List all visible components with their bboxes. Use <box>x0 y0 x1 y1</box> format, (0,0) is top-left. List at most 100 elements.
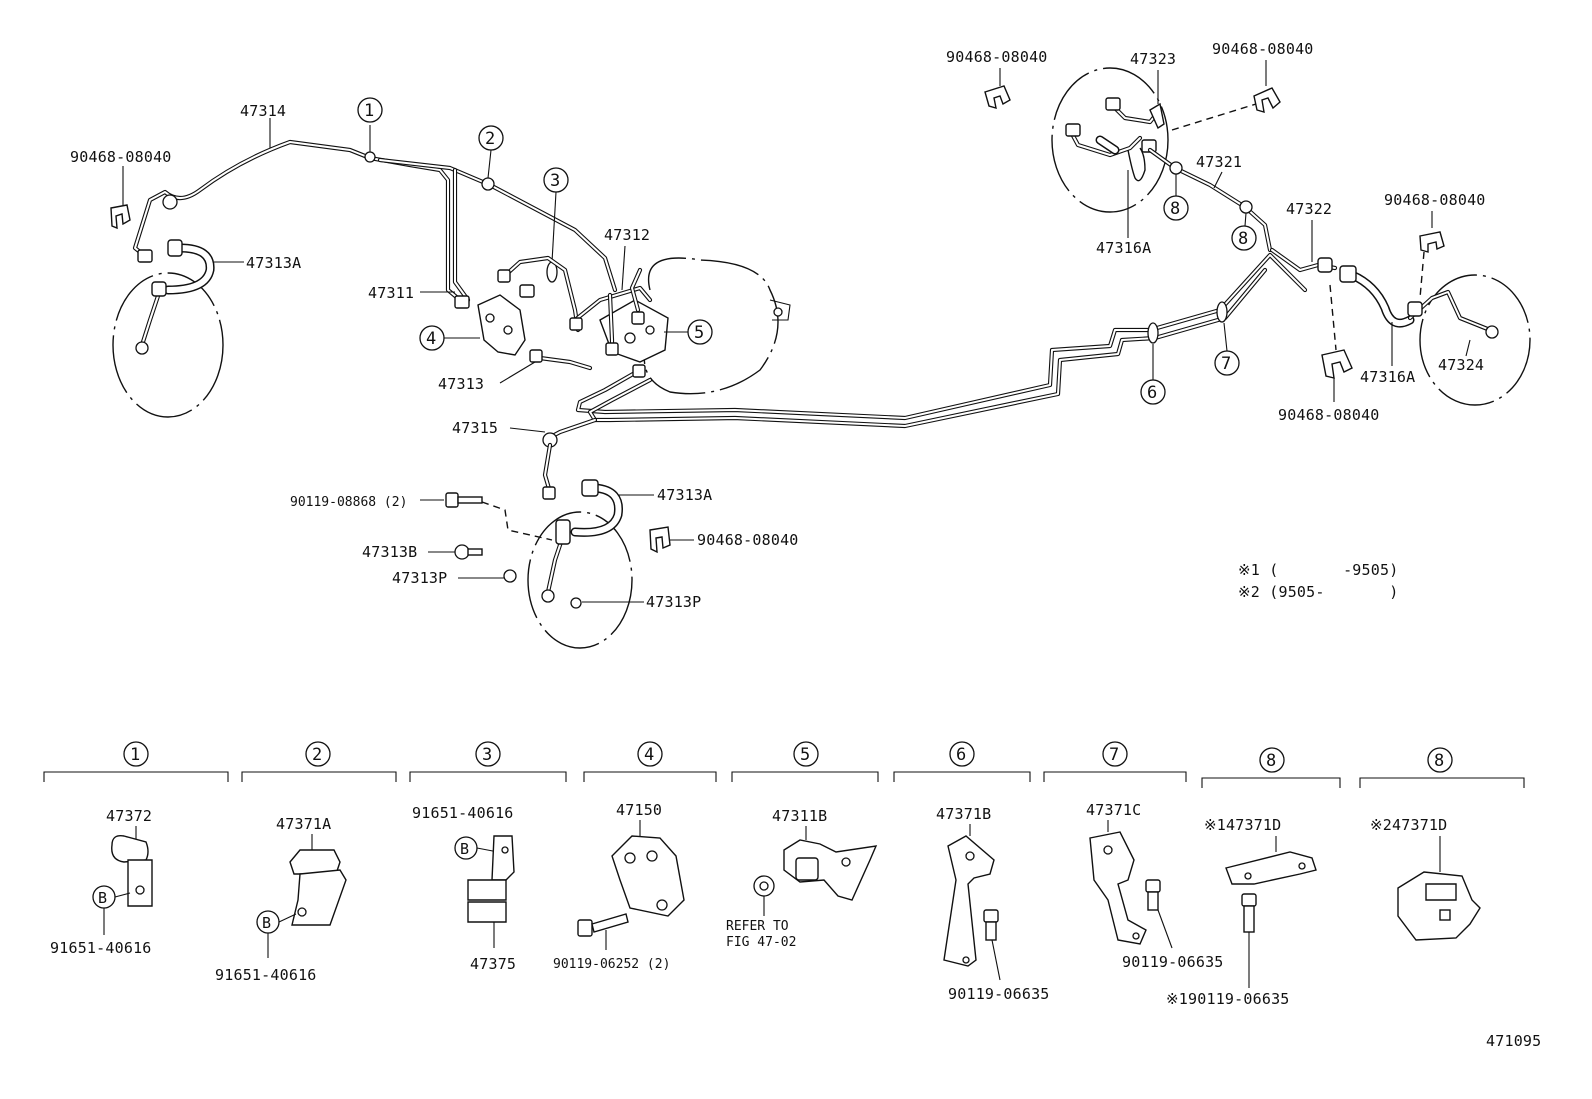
note-1: ※1 ( -9505) <box>1238 561 1398 579</box>
callout-4: 4 <box>419 325 445 351</box>
label-47313A-top: 47313A <box>246 254 301 272</box>
reference-line-1: REFER TO <box>726 919 789 934</box>
pipe-clamp-icon <box>111 835 153 907</box>
front-left-brake-disc <box>112 239 224 418</box>
svg-text:B: B <box>460 840 469 858</box>
svg-text:4: 4 <box>644 745 654 765</box>
brake-union-icon <box>783 839 878 901</box>
svg-text:8: 8 <box>1434 751 1444 771</box>
bleeder-screw-icon <box>454 544 483 560</box>
callout-8-a: 8 <box>1163 195 1189 221</box>
svg-text:8: 8 <box>1238 229 1248 249</box>
detail-5: 5 47311B REFER TO FIG 47-02 <box>726 741 879 950</box>
label-47316A-right: 47316A <box>1360 368 1415 386</box>
part-47372: 47372 <box>106 807 152 825</box>
detail-8-a: 8 ※147371D ※190119-06635 <box>1166 747 1341 1008</box>
svg-text:7: 7 <box>1221 354 1231 374</box>
label-90468-08040: 90468-08040 <box>70 148 172 166</box>
bolt-icon <box>445 492 483 508</box>
clip-bracket-icon <box>1225 851 1317 885</box>
part-90119-06635: 90119-06635 <box>948 985 1050 1003</box>
part-90119-06635: 90119-06635 <box>1122 953 1224 971</box>
detail-7: 7 47371C 90119-06635 <box>1043 741 1224 971</box>
svg-text:5: 5 <box>694 323 704 343</box>
label-90468-08040-top-right: 90468-08040 <box>1212 40 1314 58</box>
detail-6: 6 47371B 90119-06635 <box>893 741 1050 1003</box>
proportioning-valve-icon <box>611 835 685 917</box>
clip-icon <box>984 85 1011 109</box>
callout-1: 1 <box>357 97 383 123</box>
part-91651-40616: 91651-40616 <box>412 804 514 822</box>
part-91651-40616: 91651-40616 <box>215 966 317 984</box>
svg-text:4: 4 <box>426 329 436 349</box>
part-47371A: 47371A <box>276 815 331 833</box>
part-47371D-1: ※147371D <box>1204 816 1281 834</box>
label-47316A-top: 47316A <box>1096 239 1151 257</box>
label-47313P-right: 47313P <box>646 593 701 611</box>
svg-text:3: 3 <box>482 745 492 765</box>
part-91651-40616: 91651-40616 <box>50 939 152 957</box>
clip-icon <box>1419 231 1445 253</box>
detail-3: 3 91651-40616 B 47375 <box>409 741 567 973</box>
label-90468-08040-right: 90468-08040 <box>1384 191 1486 209</box>
part-47375: 47375 <box>470 955 516 973</box>
detail-4: 4 47150 90119-06252 (2) <box>553 741 717 972</box>
figure-number: 471095 <box>1486 1032 1541 1050</box>
callout-6: 6 <box>1140 379 1166 405</box>
bolt-icon <box>577 913 629 937</box>
note-2: ※2 (9505- ) <box>1238 583 1398 601</box>
bracket-icon <box>943 835 995 967</box>
detail-2: 2 47371A B 91651-40616 <box>215 741 397 984</box>
bolt-icon <box>983 909 999 941</box>
proportioning-valve-47150 <box>477 294 526 356</box>
callout-3: 3 <box>543 167 569 193</box>
bracket-icon <box>1089 831 1147 945</box>
label-47322: 47322 <box>1286 200 1332 218</box>
clip-icon <box>1253 87 1281 113</box>
label-47314: 47314 <box>240 102 286 120</box>
label-47313: 47313 <box>438 375 484 393</box>
label-47312: 47312 <box>604 226 650 244</box>
bolt-icon <box>1145 879 1161 911</box>
label-47323: 47323 <box>1130 50 1176 68</box>
callout-5: 5 <box>687 319 713 345</box>
label-47313B: 47313B <box>362 543 417 561</box>
front-right-brake-disc <box>527 442 633 649</box>
clip-icon <box>1321 349 1353 379</box>
part-47150: 47150 <box>616 801 662 819</box>
label-47315: 47315 <box>452 419 498 437</box>
rear-left-brake-drum <box>1051 67 1169 213</box>
clip-block-icon <box>1397 871 1481 941</box>
svg-text:6: 6 <box>956 745 966 765</box>
clip-icon <box>649 526 671 554</box>
pipe-clamp-icon <box>289 849 347 926</box>
svg-text:8: 8 <box>1266 751 1276 771</box>
brake-booster <box>643 257 791 395</box>
svg-text:1: 1 <box>130 745 140 765</box>
part-47371D-2: ※247371D <box>1370 816 1447 834</box>
detail-1: 1 47372 B 91651-40616 <box>43 741 229 957</box>
label-47313P-left: 47313P <box>392 569 447 587</box>
reference-line-2: FIG 47-02 <box>726 935 796 950</box>
label-90468-08040-center: 90468-08040 <box>697 531 799 549</box>
svg-text:2: 2 <box>312 745 322 765</box>
callout-8-b: 8 <box>1231 225 1257 251</box>
detail-8-b: 8 ※247371D <box>1359 747 1525 941</box>
svg-text:3: 3 <box>550 171 560 191</box>
svg-text:2: 2 <box>485 129 495 149</box>
label-90119-08868: 90119-08868 (2) <box>290 495 407 510</box>
clip-icon <box>110 204 131 230</box>
part-47371B: 47371B <box>936 805 991 823</box>
callout-7: 7 <box>1214 350 1240 376</box>
label-47321: 47321 <box>1196 153 1242 171</box>
part-47371C: 47371C <box>1086 801 1141 819</box>
part-90119-06635-1: ※190119-06635 <box>1166 990 1290 1008</box>
label-47313A-bottom: 47313A <box>657 486 712 504</box>
svg-text:6: 6 <box>1147 383 1157 403</box>
svg-text:7: 7 <box>1109 745 1119 765</box>
svg-text:1: 1 <box>364 101 374 121</box>
label-47324: 47324 <box>1438 356 1484 374</box>
brake-pipe-47314 <box>132 139 463 303</box>
svg-text:B: B <box>262 914 271 932</box>
